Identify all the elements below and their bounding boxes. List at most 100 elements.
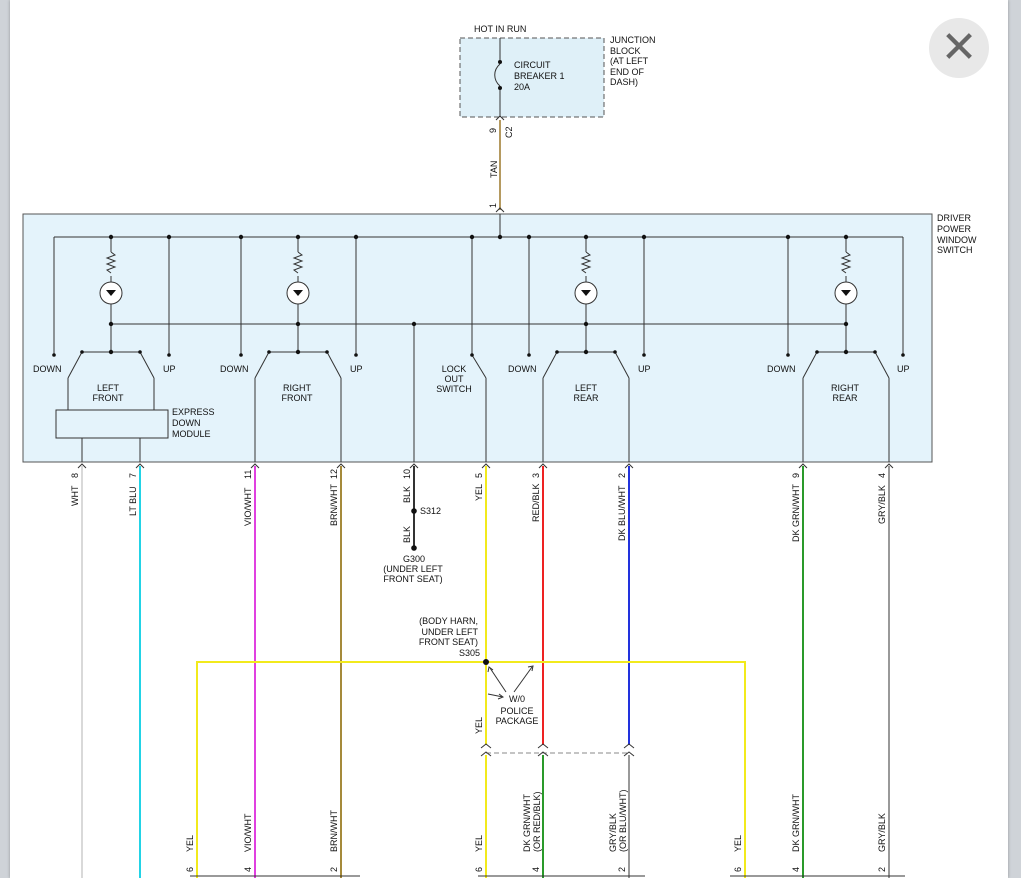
bottom-labels: YEL VIO/WHT BRN/WHT YEL DK GRN/WHT (OR R… bbox=[185, 790, 905, 877]
wire-label-ltblu: LT BLU bbox=[128, 486, 138, 516]
wire-label-viowht: VIO/WHT bbox=[243, 487, 253, 526]
junction-block: HOT IN RUN CIRCUIT BREAKER 1 20A JUNCTIO… bbox=[459, 24, 656, 138]
s305-yel-label: YEL bbox=[474, 717, 484, 734]
bottom-pin-3: 2 bbox=[329, 867, 339, 872]
pin-viowht: 11 bbox=[243, 470, 253, 479]
breaker-rating: 20A bbox=[514, 82, 530, 92]
bottom-pin-9: 2 bbox=[877, 867, 887, 872]
rr-up-label: UP bbox=[897, 364, 910, 374]
pin-dkgrnwht: 9 bbox=[791, 473, 801, 478]
bottom-wire-5b: (OR RED/BLK) bbox=[532, 791, 542, 852]
rf-label-2: FRONT bbox=[282, 393, 313, 403]
pin-blk: 10 bbox=[402, 469, 412, 479]
express-label-3: MODULE bbox=[172, 429, 211, 439]
bottom-wire-3: BRN/WHT bbox=[329, 810, 339, 852]
pin-yel: 5 bbox=[474, 473, 484, 478]
jb-label-2: BLOCK bbox=[610, 46, 641, 56]
lockout-label-3: SWITCH bbox=[436, 384, 472, 394]
wire-label-yel: YEL bbox=[474, 484, 484, 501]
rr-label-2: REAR bbox=[832, 393, 858, 403]
wire-label-redblk: RED/BLK bbox=[531, 483, 541, 522]
switch-title-2: POWER bbox=[937, 224, 972, 234]
close-icon: ✕ bbox=[940, 23, 978, 72]
lr-up-label: UP bbox=[638, 364, 651, 374]
s305-loc-2: UNDER LEFT bbox=[421, 627, 478, 637]
express-label-1: EXPRESS bbox=[172, 407, 215, 417]
wire-label-wht: WHT bbox=[70, 485, 80, 506]
pin-gryblk: 4 bbox=[877, 473, 887, 478]
close-button[interactable]: ✕ bbox=[929, 18, 989, 78]
wire-label-blk: BLK bbox=[402, 486, 412, 503]
bottom-wire-5a: DK GRN/WHT bbox=[522, 794, 532, 852]
driver-window-switch: DRIVER POWER WINDOW SWITCH bbox=[22, 213, 977, 463]
s305-loc-1: (BODY HARN, bbox=[419, 616, 478, 626]
bottom-pin-4: 6 bbox=[474, 867, 484, 872]
jb-connector: C2 bbox=[504, 126, 514, 138]
wire-label-brnwht: BRN/WHT bbox=[329, 484, 339, 526]
splice-s312-label: S312 bbox=[420, 506, 441, 516]
bottom-wire-6b: (OR BLU/WHT) bbox=[618, 790, 628, 853]
bottom-wire-2: VIO/WHT bbox=[243, 813, 253, 852]
jb-label-1: JUNCTION bbox=[610, 35, 656, 45]
bottom-wire-6a: GRY/BLK bbox=[608, 813, 618, 852]
bottom-pin-5: 4 bbox=[531, 867, 541, 872]
bottom-pin-1: 6 bbox=[185, 867, 195, 872]
pin-wht: 8 bbox=[70, 473, 80, 478]
ground-name: G300 bbox=[403, 554, 425, 564]
wire-label-dkgrnwht: DK GRN/WHT bbox=[791, 484, 801, 542]
pin-brnwht: 12 bbox=[329, 469, 339, 479]
pin-ltblu: 7 bbox=[128, 473, 138, 478]
rf-up-label: UP bbox=[350, 364, 363, 374]
ground-g300: S312 BLK G300 (UNDER LEFT FRONT SEAT) bbox=[383, 506, 443, 584]
jb-pin: 9 bbox=[488, 128, 498, 133]
jb-label-5: DASH) bbox=[610, 77, 638, 87]
lr-down-label: DOWN bbox=[508, 364, 537, 374]
bottom-wire-4: YEL bbox=[474, 835, 484, 852]
pin-redblk: 3 bbox=[531, 473, 541, 478]
output-wires bbox=[81, 466, 890, 878]
hot-in-run-label: HOT IN RUN bbox=[474, 24, 526, 34]
bottom-pin-2: 4 bbox=[243, 867, 253, 872]
switch-title-4: SWITCH bbox=[937, 245, 973, 255]
bottom-wire-7: YEL bbox=[733, 835, 743, 852]
police-option-3: PACKAGE bbox=[496, 716, 539, 726]
bottom-pin-8: 4 bbox=[791, 867, 801, 872]
s305-name: S305 bbox=[459, 648, 480, 658]
bottom-pin-6: 2 bbox=[617, 867, 627, 872]
lockout-label-2: OUT bbox=[445, 374, 465, 384]
rf-label-1: RIGHT bbox=[283, 383, 312, 393]
ground-loc-1: (UNDER LEFT bbox=[383, 564, 443, 574]
bottom-wire-8: DK GRN/WHT bbox=[791, 794, 801, 852]
pin-dkbluwht: 2 bbox=[617, 473, 627, 478]
lf-label-1: LEFT bbox=[97, 383, 120, 393]
police-option-2: POLICE bbox=[500, 706, 533, 716]
breaker-label-2: BREAKER 1 bbox=[514, 71, 565, 81]
lr-label-2: REAR bbox=[573, 393, 599, 403]
switch-pin-markers bbox=[77, 463, 894, 469]
lockout-label-1: LOCK bbox=[442, 364, 467, 374]
lr-label-1: LEFT bbox=[575, 383, 598, 393]
express-label-2: DOWN bbox=[172, 418, 201, 428]
rr-label-1: RIGHT bbox=[831, 383, 860, 393]
lf-label-2: FRONT bbox=[93, 393, 124, 403]
breaker-label-1: CIRCUIT bbox=[514, 60, 551, 70]
rf-down-label: DOWN bbox=[220, 364, 249, 374]
switch-title-3: WINDOW bbox=[937, 235, 977, 245]
bottom-wire-9: GRY/BLK bbox=[877, 813, 887, 852]
lf-up-label: UP bbox=[163, 364, 176, 374]
bottom-pin-7: 6 bbox=[733, 867, 743, 872]
switch-title-1: DRIVER bbox=[937, 213, 972, 223]
lf-down-label: DOWN bbox=[33, 364, 62, 374]
police-option-1: W/0 bbox=[509, 694, 525, 704]
switch-feed-pin: 1 bbox=[488, 203, 498, 208]
wire-label-dkbluwht: DK BLU/WHT bbox=[617, 485, 627, 541]
feed-wire-label: TAN bbox=[489, 161, 499, 178]
wire-label-gryblk: GRY/BLK bbox=[877, 485, 887, 524]
ground-loc-2: FRONT SEAT) bbox=[383, 574, 442, 584]
splice-s305: (BODY HARN, UNDER LEFT FRONT SEAT) S305 … bbox=[419, 616, 635, 757]
rr-down-label: DOWN bbox=[767, 364, 796, 374]
jb-label-4: END OF bbox=[610, 67, 645, 77]
bottom-wire-1: YEL bbox=[185, 835, 195, 852]
jb-label-3: (AT LEFT bbox=[610, 56, 649, 66]
